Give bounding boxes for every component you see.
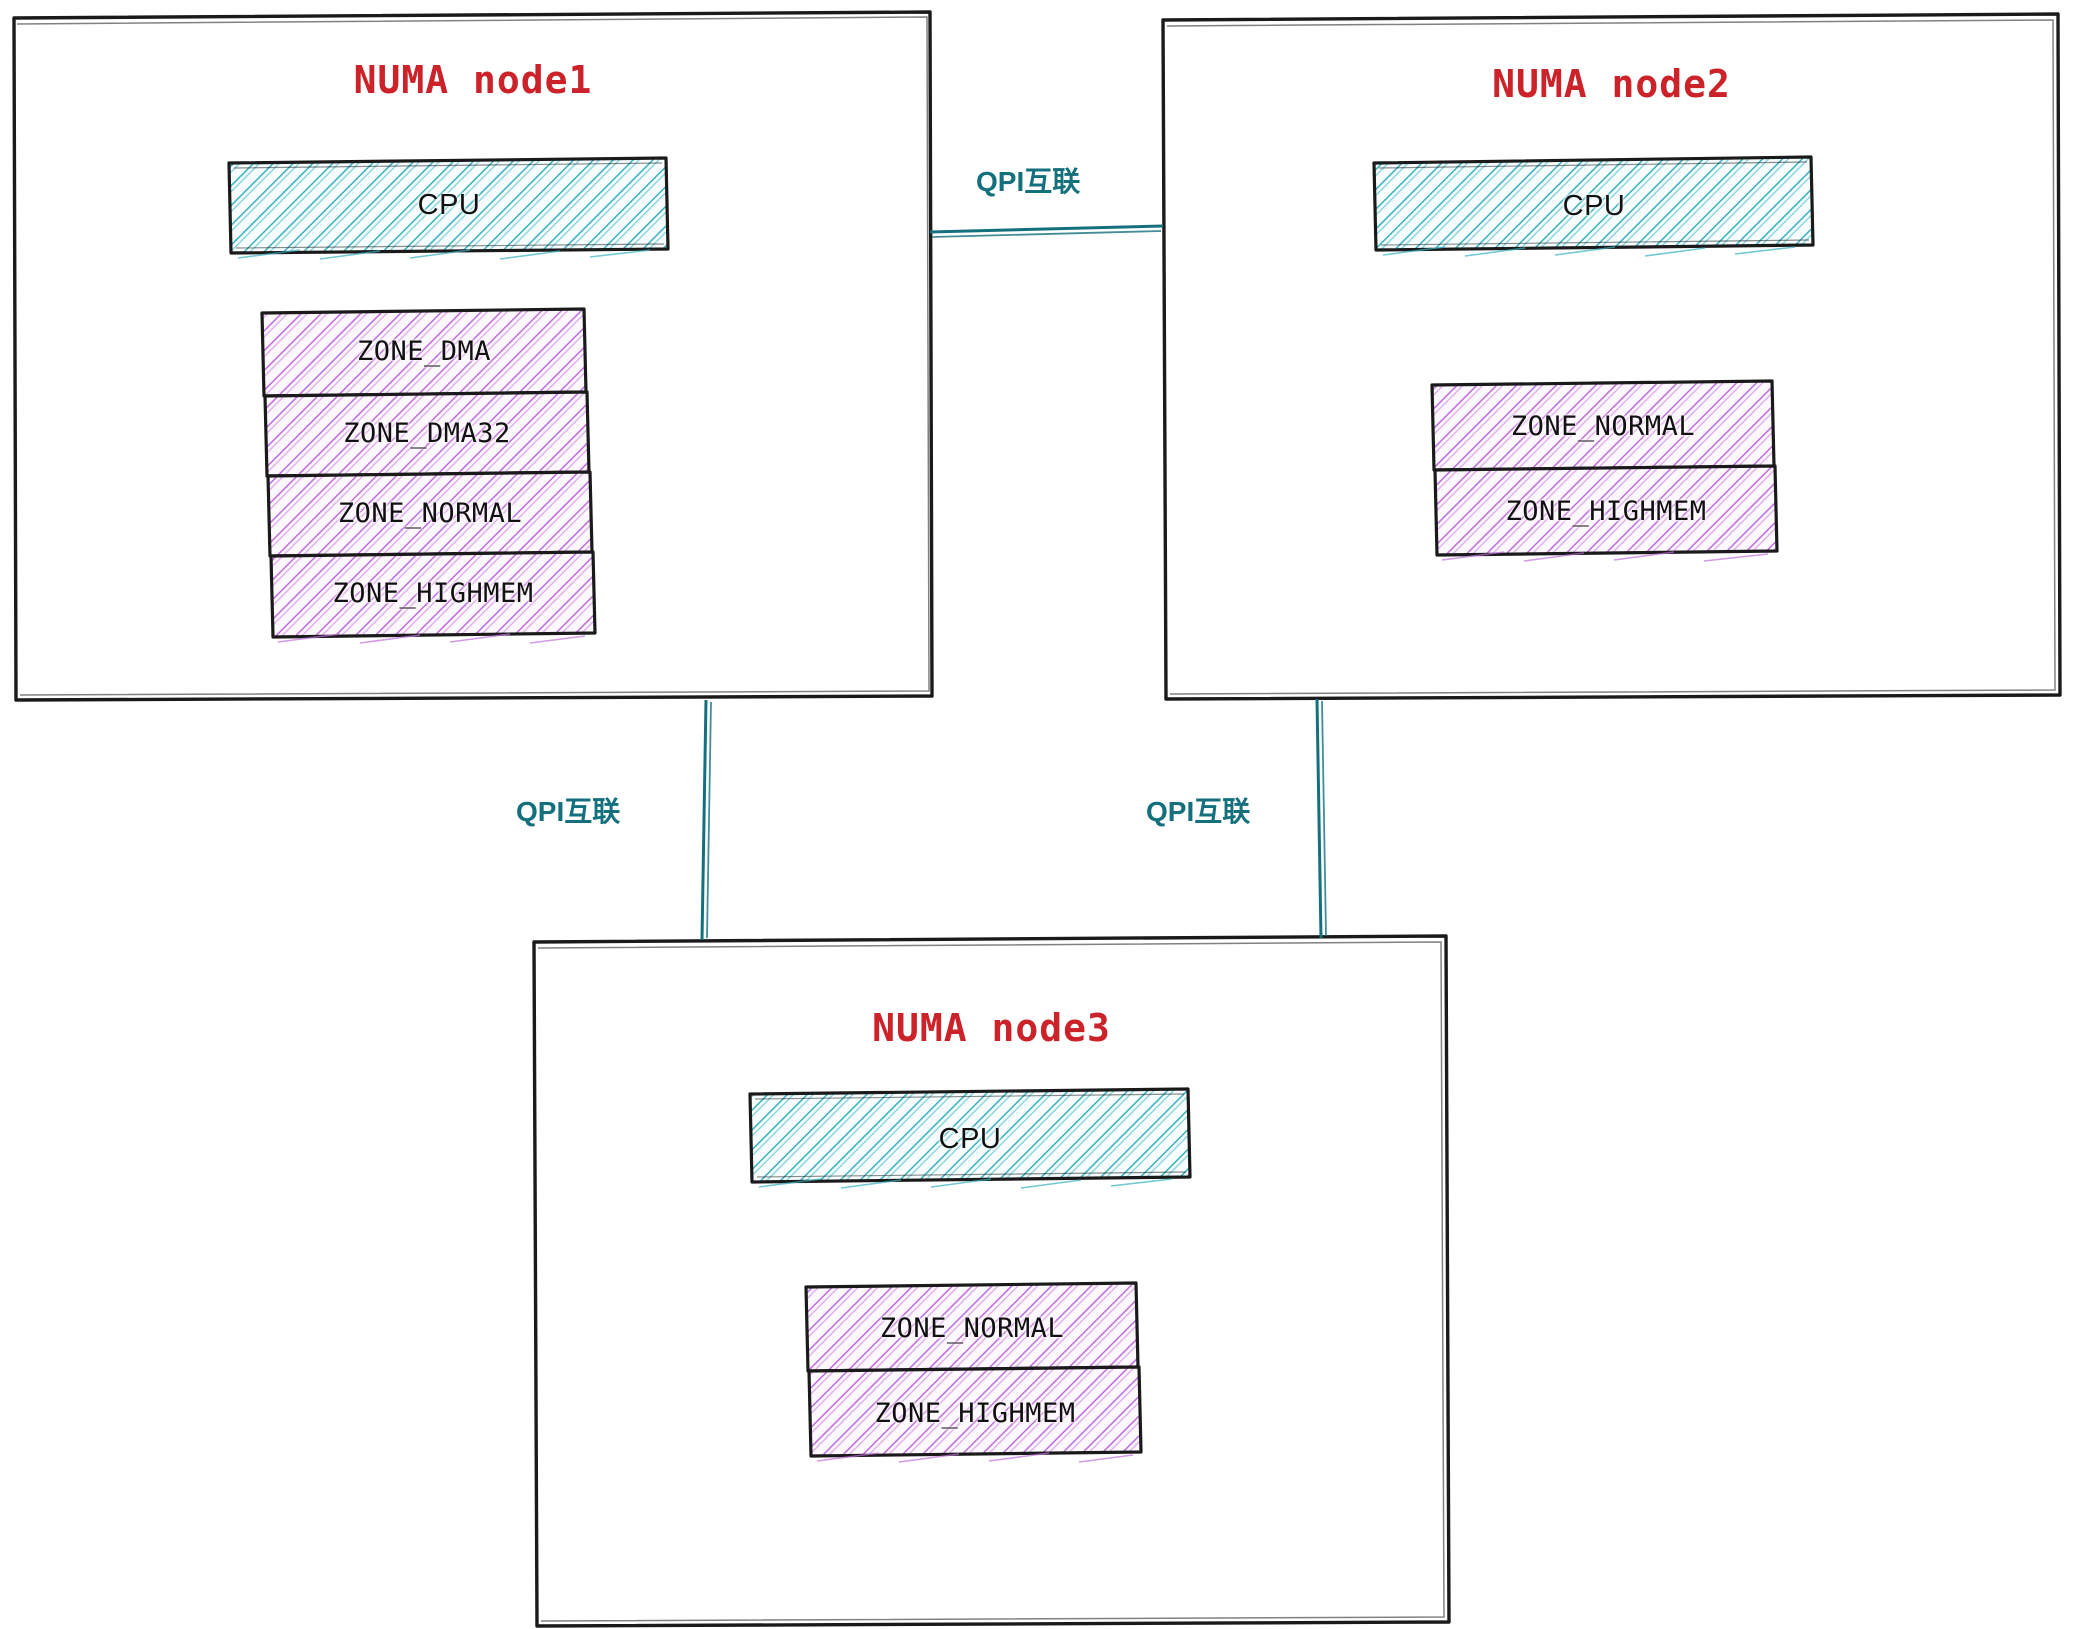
node1-zone-label: ZONE_DMA: [356, 335, 492, 367]
node1-zone-dma[interactable]: ZONE_DMA: [262, 309, 586, 393]
link-node2-node3-line: [1315, 698, 1327, 939]
node1-zone-dma32[interactable]: ZONE_DMA32: [265, 392, 589, 474]
node1-cpu[interactable]: CPU: [229, 158, 669, 253]
node3-zone-label: ZONE_NORMAL: [879, 1313, 1065, 1344]
node3-cpu-label: CPU: [938, 1122, 1002, 1155]
node3-zone-normal[interactable]: ZONE_NORMAL: [806, 1286, 1138, 1371]
node3-title: NUMA node3: [872, 1006, 1111, 1050]
numa-node1[interactable]: NUMA node1 CPU ZONE_DMA ZONE_DMA32 ZONE_…: [14, 12, 932, 700]
node1-cpu-label: CPU: [417, 189, 481, 221]
link-node1-node3-line: [700, 699, 712, 941]
node1-zone-label: ZONE_DMA32: [343, 417, 511, 449]
node2-zone-label: ZONE_HIGHMEM: [1505, 495, 1707, 527]
node2-zone-highmem[interactable]: ZONE_HIGHMEM: [1435, 468, 1777, 554]
node1-zone-label: ZONE_HIGHMEM: [332, 578, 534, 609]
node1-zone-highmem[interactable]: ZONE_HIGHMEM: [271, 552, 595, 635]
node3-zone-highmem[interactable]: ZONE_HIGHMEM: [809, 1370, 1141, 1456]
numa-node3[interactable]: NUMA node3 CPU ZONE_NORMAL ZONE_HIGHMEM: [534, 936, 1449, 1626]
node2-title: NUMA node2: [1492, 62, 1731, 106]
node1-title: NUMA node1: [353, 58, 593, 102]
link-node1-node3-label: QPI互联: [516, 796, 621, 827]
link-node2-node3-label: QPI互联: [1146, 796, 1251, 827]
node3-zone-label: ZONE_HIGHMEM: [874, 1397, 1076, 1429]
node1-zone-label: ZONE_NORMAL: [337, 497, 523, 529]
node2-zone-normal[interactable]: ZONE_NORMAL: [1432, 383, 1774, 469]
link-node1-node2-label: QPI互联: [976, 166, 1081, 197]
numa-node2[interactable]: NUMA node2 CPU ZONE_NORMAL ZONE_HIGHMEM: [1163, 14, 2060, 699]
node2-cpu-label: CPU: [1562, 189, 1626, 222]
node2-cpu[interactable]: CPU: [1374, 160, 1814, 252]
link-node1-node2-line: [929, 224, 1164, 238]
node3-cpu[interactable]: CPU: [750, 1093, 1190, 1185]
node2-zone-label: ZONE_NORMAL: [1510, 410, 1696, 442]
node1-zone-normal[interactable]: ZONE_NORMAL: [268, 472, 592, 554]
